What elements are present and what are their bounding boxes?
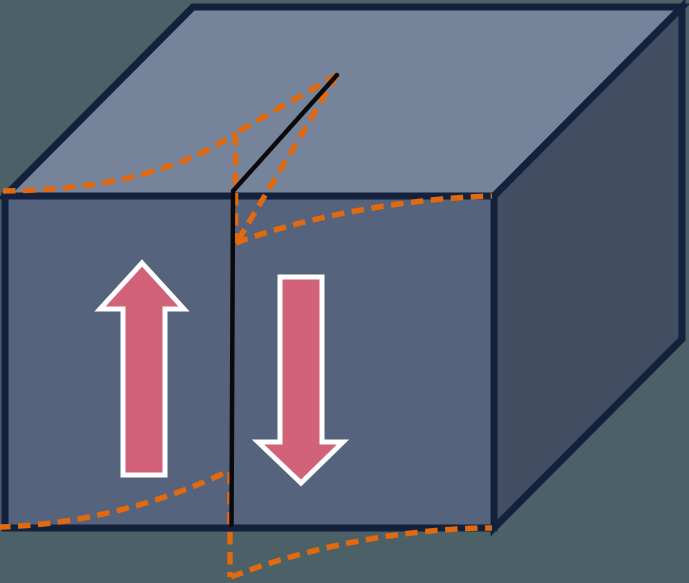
magnetization-down-arrow: [251, 274, 350, 487]
cube-front-face: [1, 192, 498, 532]
magnetization-up-arrow: [94, 259, 190, 478]
domain-wall-dashed-bottom-left-curve: [0, 469, 228, 530]
domain-wall-solid-line: [229, 72, 340, 528]
domain-wall-dashed-bottom-right-curve: [229, 525, 493, 580]
domain-wall-dashed-top-right-curve: [235, 193, 493, 246]
domain-wall-dashed-apex-lower: [234, 73, 340, 245]
